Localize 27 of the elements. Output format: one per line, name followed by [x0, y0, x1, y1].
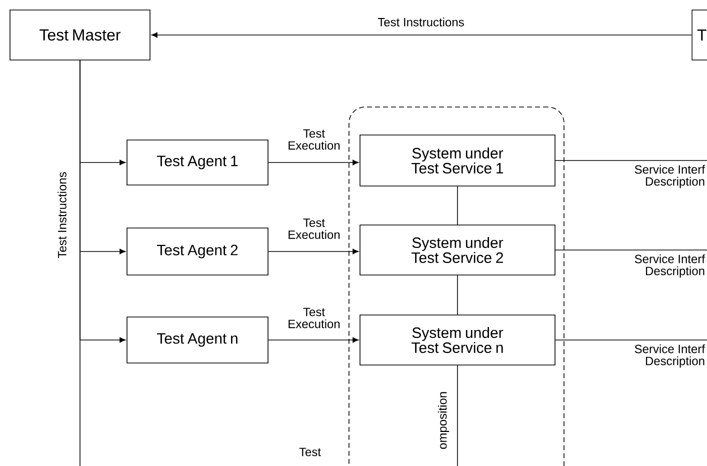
edge-label: Service Interf Description: [634, 254, 706, 278]
process-box: Test Master: [10, 10, 150, 60]
connector-line: [457, 186, 458, 225]
connector-line: [555, 160, 707, 161]
service-box: System under Test Service n: [360, 314, 556, 366]
service-box: System under Test Service 2: [360, 224, 556, 276]
service-box: System under Test Service 1: [360, 134, 556, 186]
edge-label: Test Execution: [288, 308, 340, 328]
arrow: [151, 32, 692, 38]
edge-label: Test Execution: [288, 129, 340, 150]
side-label: Test Instructions: [58, 172, 66, 258]
arrow: [268, 337, 359, 343]
process-box: Test Agent 1: [126, 140, 268, 186]
edge-label: omposition: [438, 392, 450, 449]
edge-label: Test Execution: [288, 218, 340, 239]
group-frame: [348, 106, 564, 466]
edge-label: Service Interf Description: [634, 344, 706, 368]
connector-line: [457, 365, 458, 466]
process-box: T: [692, 10, 707, 60]
arrow: [268, 160, 359, 166]
process-box: Test Agent n: [126, 316, 268, 364]
text-label: Test: [299, 448, 321, 456]
edge-label: Test Instructions: [378, 18, 464, 26]
process-box: Test Agent 2: [126, 228, 268, 276]
connector-line: [457, 275, 458, 315]
edge-label: Service Interf Description: [634, 164, 706, 188]
arrow: [268, 248, 359, 254]
